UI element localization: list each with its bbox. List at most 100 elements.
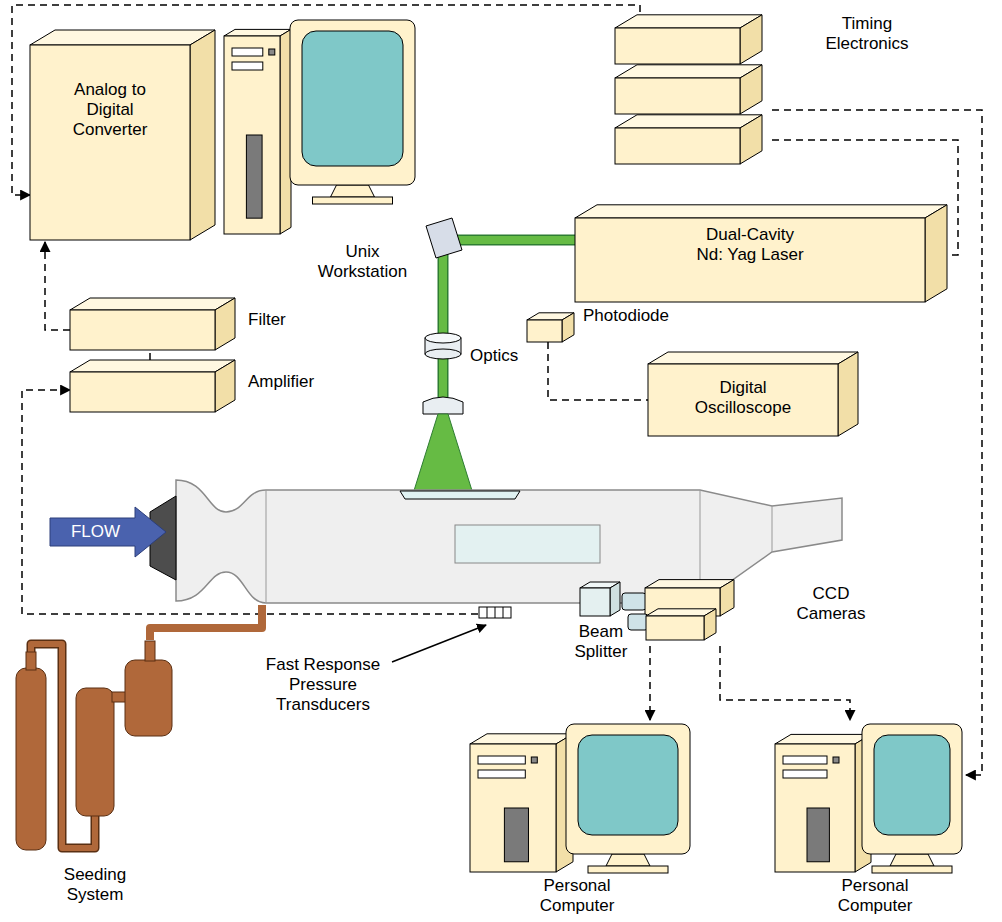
drive-bay — [478, 756, 525, 764]
light-sheet — [412, 414, 474, 497]
box-front — [30, 45, 190, 240]
box-top — [615, 15, 762, 28]
signal-line — [45, 242, 70, 330]
equipment-box: Analog to Digital Converter — [30, 28, 218, 242]
drive-bay — [783, 770, 827, 778]
signal-line — [649, 646, 651, 720]
seeder-vessel — [76, 688, 114, 816]
shape-outline — [478, 606, 512, 620]
box-side — [740, 15, 762, 64]
box-top — [30, 30, 215, 45]
sensor-box: Photodiode — [527, 312, 575, 342]
transducer-divider — [503, 607, 504, 618]
laser-box: Dual-Cavity Nd: Yag Laser — [575, 203, 949, 303]
box-front — [775, 744, 855, 872]
box-front — [615, 128, 740, 164]
shape-outline — [527, 312, 575, 342]
box-side — [720, 580, 734, 616]
box-front — [470, 744, 556, 872]
transducer-divider — [495, 607, 496, 618]
camera-pair: CCD Cameras — [622, 576, 746, 646]
drive-bay — [783, 756, 827, 764]
monitor-frame — [566, 724, 690, 854]
box-side — [838, 352, 858, 436]
power-button — [531, 757, 537, 763]
cylinder-neck — [145, 641, 155, 661]
node-label: Photodiode — [583, 306, 683, 326]
leader-line — [392, 625, 486, 662]
monitor-base — [588, 866, 668, 873]
equipment-stack: Timing Electronics — [612, 12, 772, 170]
box-front — [527, 320, 562, 342]
equipment-box: Filter — [70, 298, 238, 350]
monitor-screen — [578, 735, 678, 835]
transducer-divider — [487, 607, 488, 618]
box-top — [470, 734, 573, 744]
box-top — [615, 115, 762, 128]
laser-beam — [443, 236, 575, 244]
sheet-optic — [423, 397, 463, 414]
box-side — [704, 609, 716, 640]
laser-beam — [439, 240, 447, 414]
gas-cylinder — [16, 668, 46, 850]
mirror — [426, 218, 462, 258]
box-front — [615, 78, 740, 114]
drive-bay — [478, 770, 525, 778]
node-label: Digital Oscilloscope — [688, 378, 798, 418]
shape-outline — [580, 578, 622, 618]
monitor-stand — [606, 854, 650, 866]
node-label: Personal Computer — [820, 876, 930, 916]
box-top — [575, 205, 947, 218]
node-label: Fast Response Pressure Transducers — [263, 655, 383, 715]
node-label: Personal Computer — [522, 876, 632, 916]
box-front — [580, 588, 610, 616]
computer: Personal Computer — [770, 720, 966, 918]
shape-outline — [612, 12, 772, 170]
node-label: FLOW — [53, 522, 138, 542]
seeding-unit: Seeding System — [12, 640, 180, 908]
drive-bay — [232, 62, 263, 70]
box-top — [645, 580, 734, 588]
front-panel — [246, 135, 262, 218]
box-front — [575, 218, 925, 302]
monitor-screen — [874, 735, 950, 835]
front-panel — [504, 808, 528, 862]
monitor-frame — [862, 724, 962, 854]
cylinder-neck — [26, 652, 36, 670]
computer: Personal Computer — [462, 720, 694, 918]
node-label: Seeding System — [55, 865, 135, 905]
box-side — [215, 360, 235, 412]
transducer-array: Fast Response Pressure Transducers — [478, 606, 512, 620]
box-front — [645, 588, 720, 616]
monitor-screen — [302, 31, 403, 166]
camera-lens — [622, 593, 646, 610]
flow-arrow — [50, 507, 166, 557]
lens-top — [425, 333, 461, 343]
part-label: Optics — [470, 346, 540, 366]
box-side — [740, 115, 762, 164]
box-side — [925, 205, 947, 302]
monitor-frame — [290, 20, 415, 185]
laser-beam-edge — [438, 240, 449, 414]
box-side — [280, 29, 291, 234]
box-side — [190, 30, 215, 240]
beam-splitter: Beam Splitter — [580, 578, 622, 618]
box-front — [224, 36, 280, 234]
shape-outline — [622, 576, 746, 646]
lens-bottom — [425, 349, 461, 359]
box-side — [562, 313, 574, 342]
transducer-array — [479, 607, 511, 618]
node-label: Amplifier — [248, 372, 338, 392]
monitor-base — [872, 866, 952, 873]
seeder-vessel — [125, 660, 172, 736]
box-top — [648, 352, 858, 364]
side-window — [455, 525, 600, 563]
signal-line — [548, 342, 648, 400]
node-label: Timing Electronics — [802, 14, 932, 54]
laser-beam-edge — [443, 235, 575, 246]
box-front — [70, 372, 215, 412]
box-side — [610, 582, 620, 616]
shape-outline — [220, 12, 428, 294]
